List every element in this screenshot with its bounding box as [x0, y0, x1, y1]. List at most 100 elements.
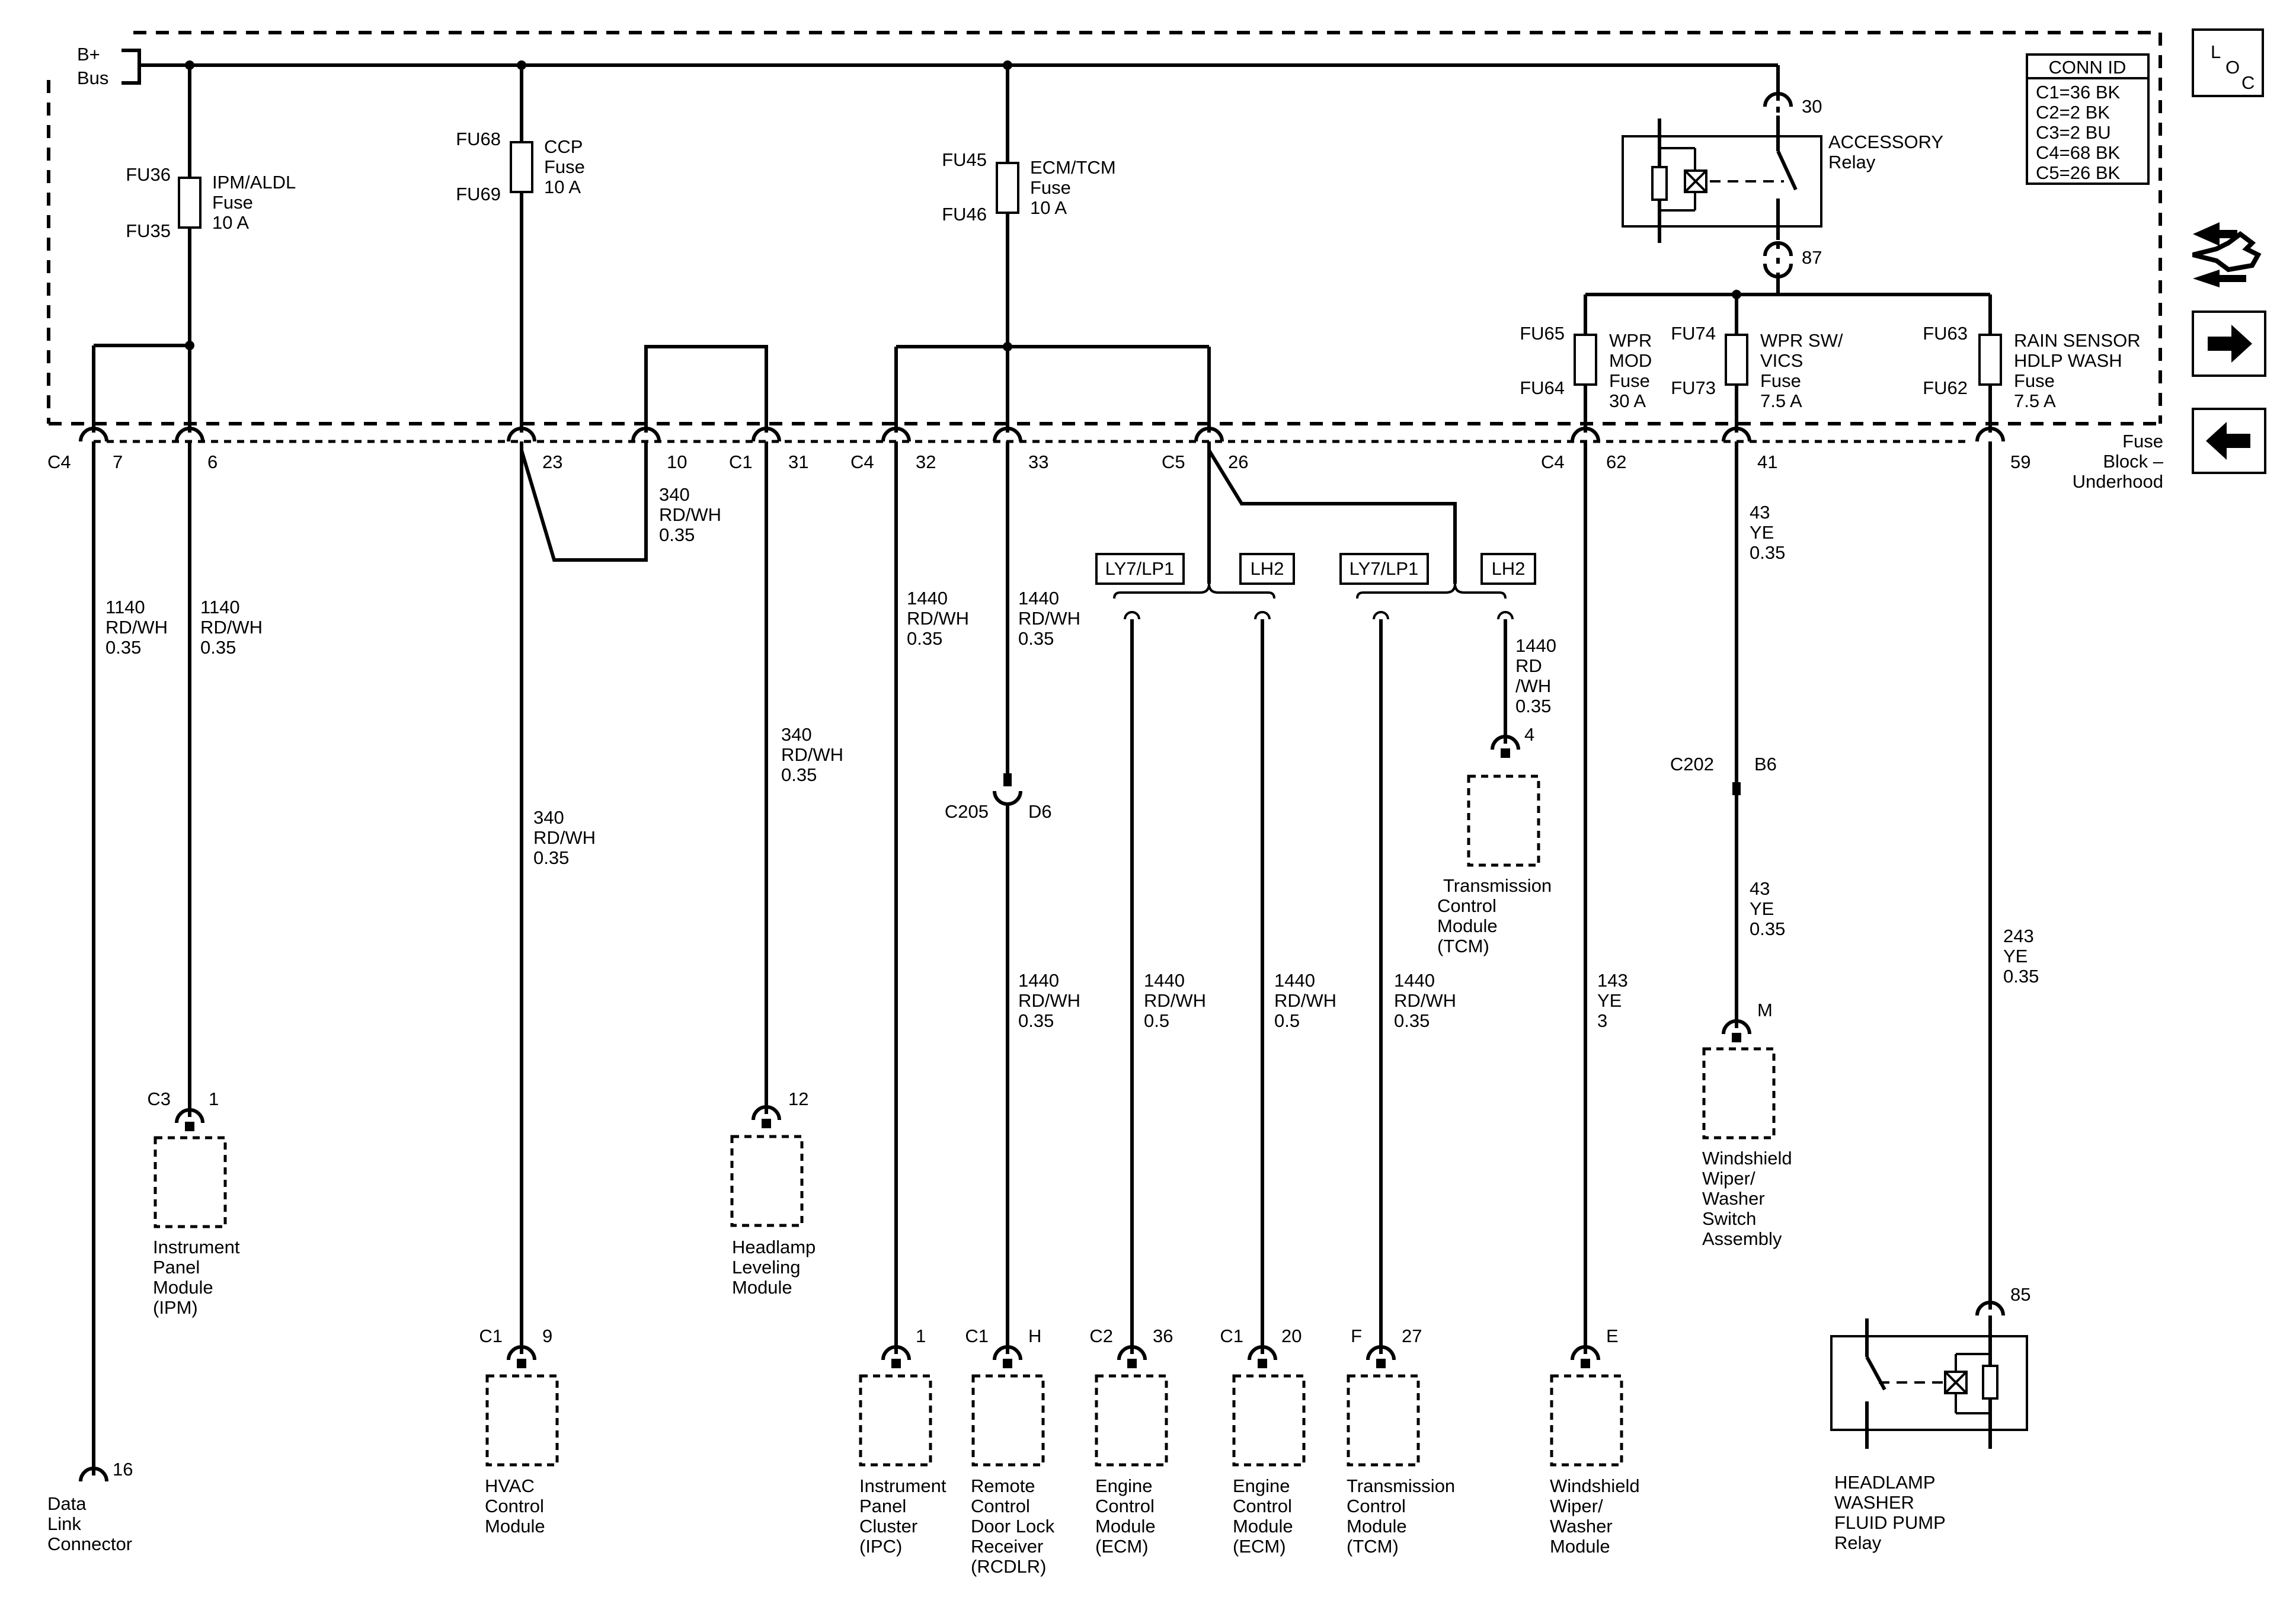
loc-button[interactable]: L O C [2192, 28, 2264, 97]
svg-text:1: 1 [209, 1089, 219, 1109]
svg-text:1440: 1440 [907, 588, 948, 609]
svg-text:Transmission: Transmission [1347, 1475, 1455, 1496]
svg-text:Relay: Relay [1834, 1532, 1882, 1553]
svg-text:Fuse: Fuse [1609, 370, 1650, 391]
svg-text:Assembly: Assembly [1702, 1228, 1782, 1249]
transmission-control-module-f: F 27 Transmission Control Module (TCM) [1347, 1326, 1455, 1557]
svg-text:0.35: 0.35 [200, 637, 236, 658]
svg-text:62: 62 [1606, 452, 1626, 472]
svg-text:Windshield: Windshield [1702, 1148, 1792, 1169]
svg-text:27: 27 [1402, 1326, 1422, 1346]
svg-text:Relay: Relay [1828, 152, 1876, 172]
svg-text:Cluster: Cluster [859, 1516, 917, 1537]
svg-text:143: 143 [1597, 970, 1628, 991]
svg-text:0.35: 0.35 [105, 637, 141, 658]
svg-text:Control: Control [485, 1496, 544, 1516]
fuse-ecm-tcm: FU45 FU46 ECM/TCM Fuse 10 A [894, 65, 1211, 433]
svg-text:Module: Module [1095, 1516, 1156, 1537]
svg-text:C205: C205 [945, 801, 989, 822]
svg-text:YE: YE [1750, 522, 1774, 543]
wire-labels: 1140 RD/WH 0.35 1140 RD/WH 0.35 340 RD/W… [105, 484, 2039, 1031]
svg-text:Transmission: Transmission [1443, 875, 1552, 896]
svg-text:(IPC): (IPC) [859, 1536, 902, 1557]
svg-text:Wiper/: Wiper/ [1550, 1496, 1603, 1516]
svg-text:0.35: 0.35 [781, 764, 817, 785]
svg-text:9: 9 [542, 1326, 552, 1346]
svg-text:VICS: VICS [1760, 350, 1803, 371]
transmission-control-module-lh2: 4 Transmission Control Module (TCM) [1437, 724, 1552, 956]
svg-text:1: 1 [916, 1326, 926, 1346]
svg-text:(ECM): (ECM) [1095, 1536, 1149, 1557]
svg-text:7: 7 [113, 452, 123, 472]
svg-text:243: 243 [2003, 926, 2034, 946]
svg-text:340: 340 [533, 807, 564, 828]
svg-text:C202: C202 [1670, 754, 1714, 774]
svg-text:0.35: 0.35 [1515, 696, 1551, 716]
svg-text:1440: 1440 [1018, 588, 1059, 609]
svg-text:L: L [2211, 41, 2221, 62]
fuse-block-pins: C4 7 6 23 10 C1 31 C4 32 33 C5 26 C4 62 … [47, 428, 2030, 472]
svg-text:FU46: FU46 [942, 204, 987, 225]
svg-text:87: 87 [1802, 247, 1822, 268]
svg-text:C3=2 BU: C3=2 BU [2036, 122, 2111, 143]
svg-text:Engine: Engine [1233, 1475, 1290, 1496]
svg-text:Module: Module [1437, 916, 1498, 936]
svg-text:C: C [2241, 72, 2255, 93]
svg-text:RD/WH: RD/WH [1394, 990, 1456, 1011]
option-boxes: LY7/LP1 LH2 LY7/LP1 LH2 [1095, 553, 1536, 585]
svg-text:1440: 1440 [1144, 970, 1185, 991]
headlamp-leveling-module: 12 Headlamp Leveling Module [730, 1089, 816, 1298]
fuse-wpr-mod: FU65 FU64 WPR MOD Fuse 30 A [1520, 295, 1652, 433]
svg-text:Fuse: Fuse [1760, 370, 1801, 391]
svg-text:23: 23 [542, 452, 562, 472]
svg-text:340: 340 [781, 724, 812, 745]
svg-text:43: 43 [1750, 502, 1770, 523]
svg-text:Remote: Remote [971, 1475, 1035, 1496]
svg-text:C3: C3 [147, 1089, 171, 1109]
svg-text:CONN ID: CONN ID [2049, 57, 2126, 78]
svg-text:0.35: 0.35 [1750, 542, 1785, 563]
svg-text:RAIN SENSOR: RAIN SENSOR [2014, 330, 2141, 351]
svg-text:RD/WH: RD/WH [907, 608, 969, 629]
fuse-rain-sensor: FU63 FU62 RAIN SENSOR HDLP WASH Fuse 7.5… [1923, 295, 2141, 433]
svg-text:10 A: 10 A [212, 212, 249, 233]
right-arrow-icon[interactable] [2192, 311, 2266, 377]
svg-text:RD/WH: RD/WH [1018, 608, 1080, 629]
svg-text:LH2: LH2 [1251, 558, 1284, 579]
svg-text:0.35: 0.35 [907, 628, 942, 649]
svg-text:RD/WH: RD/WH [105, 617, 168, 638]
svg-text:Washer: Washer [1550, 1516, 1613, 1537]
svg-text:6: 6 [207, 452, 218, 472]
svg-text:FU69: FU69 [456, 184, 501, 204]
svg-text:26: 26 [1228, 452, 1248, 472]
svg-text:Connector: Connector [47, 1534, 132, 1554]
svg-text:Control: Control [1233, 1496, 1292, 1516]
svg-text:RD/WH: RD/WH [200, 617, 263, 638]
svg-text:85: 85 [2010, 1284, 2030, 1305]
svg-text:C5=26 BK: C5=26 BK [2036, 162, 2121, 183]
svg-text:Headlamp: Headlamp [732, 1237, 816, 1257]
fuse-block-label: Fuse Block – Underhood [2073, 431, 2164, 492]
svg-text:C2: C2 [1089, 1326, 1113, 1346]
instrument-panel-module: C3 1 Instrument Panel Module (IPM) [147, 1089, 239, 1318]
engine-control-module-c2: C2 36 Engine Control Module (ECM) [1089, 1326, 1173, 1557]
svg-text:7.5 A: 7.5 A [1760, 391, 1802, 411]
svg-text:ECM/TCM: ECM/TCM [1030, 157, 1116, 178]
wire-runs [92, 447, 1992, 1475]
svg-text:LY7/LP1: LY7/LP1 [1105, 558, 1175, 579]
svg-text:YE: YE [1597, 990, 1622, 1011]
svg-text:C1: C1 [1220, 1326, 1243, 1346]
windshield-wiper-washer-switch: M Windshield Wiper/ Washer Switch Assemb… [1702, 1000, 1792, 1249]
svg-text:C4=68 BK: C4=68 BK [2036, 142, 2121, 163]
left-arrow-icon[interactable] [2192, 408, 2266, 474]
bus-label: Bus [77, 68, 108, 88]
svg-text:/WH: /WH [1515, 676, 1551, 696]
svg-text:31: 31 [788, 452, 808, 472]
svg-text:0.35: 0.35 [1018, 1010, 1054, 1031]
wrench-arrows-icon[interactable] [2192, 222, 2262, 287]
svg-text:Module: Module [153, 1277, 213, 1298]
svg-text:(TCM): (TCM) [1437, 936, 1489, 956]
svg-text:LH2: LH2 [1492, 558, 1526, 579]
svg-text:Wiper/: Wiper/ [1702, 1168, 1755, 1189]
svg-text:CCP: CCP [544, 136, 583, 157]
